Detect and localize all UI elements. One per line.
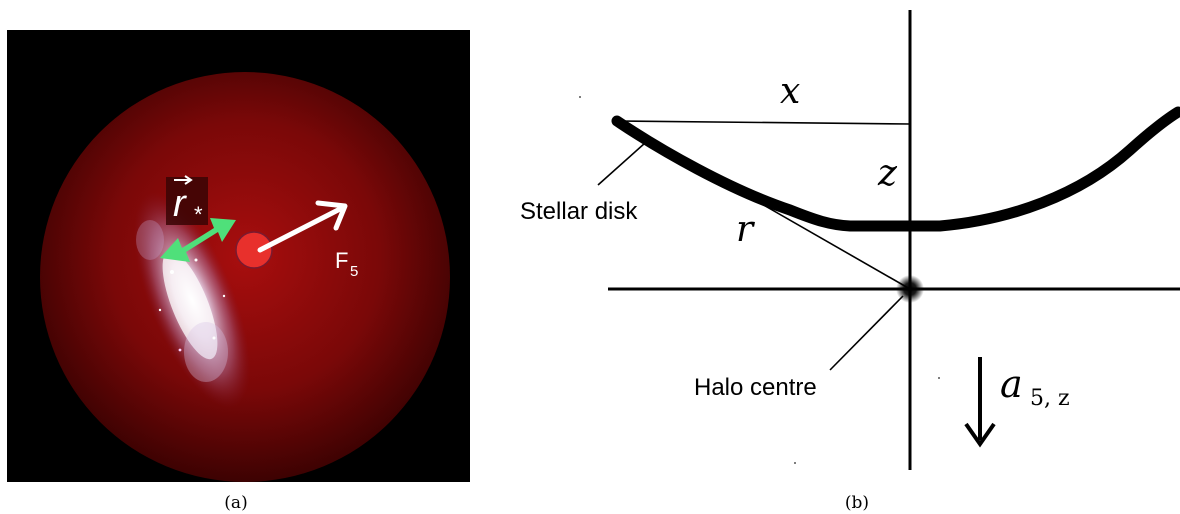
speck [938,377,940,379]
force-label: F [335,248,348,273]
r-distance-line [616,120,911,290]
stellar-disk-pointer [597,142,646,186]
stellar-disk-curve [611,106,1180,232]
halo-centre-pointer [829,295,904,371]
speck [579,96,581,98]
speck [794,462,796,464]
vector-label: r [173,183,187,225]
force-arrow-head [315,200,348,231]
x-distance-line [616,120,911,125]
halo-centre-label: Halo centre [694,374,817,401]
galaxy-image [133,192,251,408]
accel-arrow-head [964,422,996,448]
label-x: x [780,71,800,112]
accel-label-sub: 5, z [1030,386,1070,411]
red-dot [235,231,273,269]
force-label-sub: 5 [350,263,358,280]
caption-b: (b) [845,493,869,513]
vector-label-box [166,177,208,225]
vector-label-sub: * [194,202,203,227]
label-z: z [877,153,898,194]
stellar-disk-label: Stellar disk [520,198,638,225]
force-arrow [257,205,345,253]
panel-b: x z r Stellar disk Halo centre a 5, z [520,10,1180,470]
label-r: r [736,209,755,250]
caption-a: (a) [224,493,247,513]
panel-a: r * F 5 [7,30,470,482]
dark-halo [40,72,450,482]
accel-label: a [1000,362,1023,406]
green-double-arrow [160,218,236,262]
